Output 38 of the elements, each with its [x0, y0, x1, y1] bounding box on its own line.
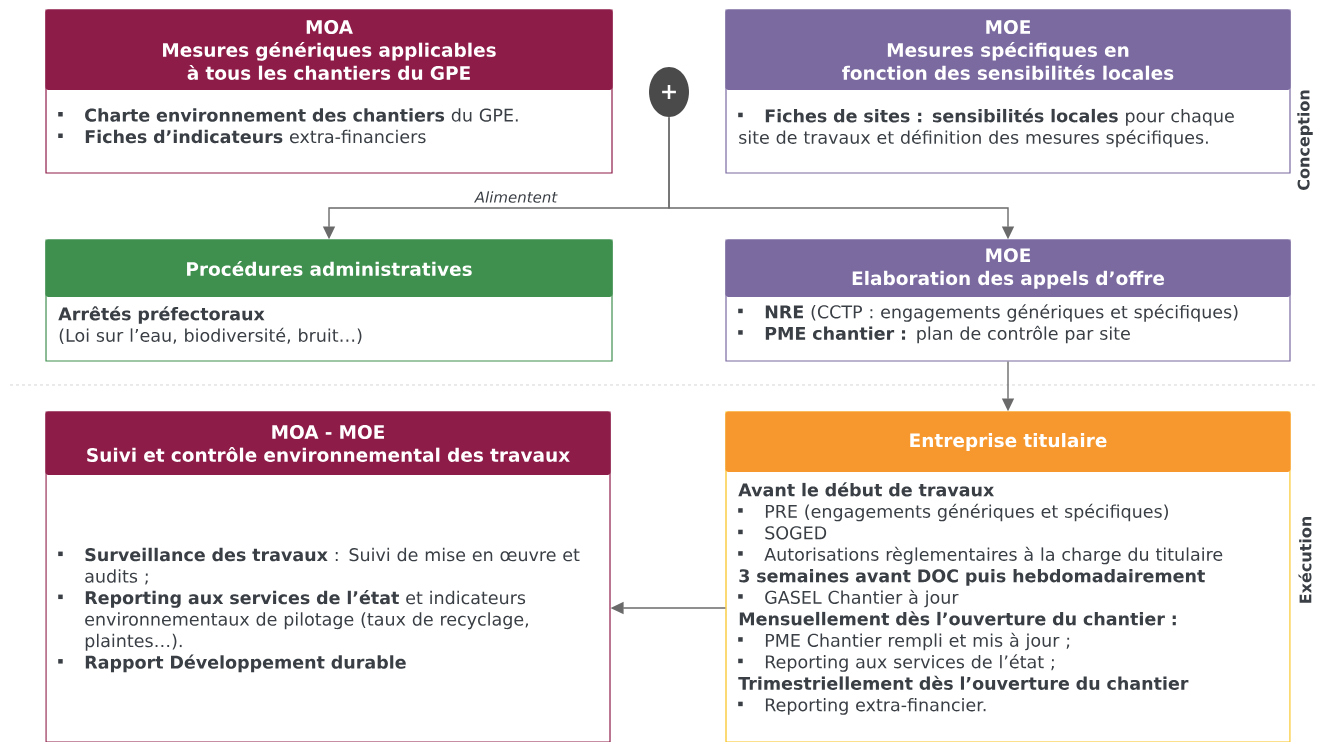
- card: [45, 9, 613, 174]
- section-heading: Avant le début de travaux: [738, 482, 994, 497]
- list-item: GASEL Chantier à jour: [738, 589, 959, 608]
- section-heading: Mensuellement dès l’ouverture du chantier :: [739, 611, 1176, 626]
- card-subtitle: Suivi et contrôle environnemental des travaux: [87, 446, 570, 462]
- list-item: Reporting extra-financier.: [738, 697, 986, 715]
- card: [725, 9, 1291, 174]
- card-title: MOA - MOE: [272, 425, 384, 439]
- list-item: Reporting aux services de l’état et indicateurs environnementaux de pilotage (taux de recyclage, plaintes…).: [58, 590, 528, 651]
- card-subtitle: Mesures spécifiques en fonction des sensibilités locales: [842, 41, 1174, 80]
- card-subtitle: Mesures génériques applicables à tous les chantiers du GPE: [163, 41, 496, 80]
- list-item: PME Chantier rempli et mis à jour ;: [738, 632, 1070, 651]
- list-item: SOGED: [738, 526, 827, 540]
- list-item: Charte environnement des chantiers du GPE.: [58, 108, 518, 122]
- list-item: PRE (engagements génériques et spécifiques): [738, 503, 1168, 522]
- body-text: (Loi sur l’eau, biodiversité, bruit…): [59, 327, 362, 344]
- list-item: Fiches de sites : sensibilités locales pour chaque site de travaux et définition des mesures spécifiques.: [738, 108, 1234, 148]
- card-title: Procédures administratives: [187, 260, 472, 277]
- card-title: Entreprise titulaire: [910, 433, 1107, 451]
- list-item: Fiches d’indicateurs extra-financiers: [58, 129, 426, 144]
- list-item: Autorisations règlementaires à la charge du titulaire: [738, 546, 1223, 565]
- card-title: MOE: [986, 248, 1031, 263]
- list-item: PME chantier : plan de contrôle par site: [738, 325, 1130, 344]
- card: [45, 239, 613, 362]
- list-item: Reporting aux services de l’état ;: [738, 654, 1054, 672]
- card-title: MOE: [986, 20, 1031, 34]
- list-item: Surveillance des travaux : Suivi de mise en œuvre et audits ;: [58, 547, 580, 585]
- list-item: Rapport Développement durable: [58, 654, 406, 673]
- section-heading: 3 semaines avant DOC puis hebdomadairement: [739, 568, 1205, 586]
- card-subtitle: Elaboration des appels d’offre: [852, 270, 1165, 289]
- section-heading: Arrêtés préfectoraux: [58, 306, 265, 324]
- card: [725, 411, 1291, 742]
- card-title: MOA: [306, 20, 353, 34]
- edge-label: Alimentent: [474, 191, 558, 203]
- section-heading: Trimestriellement dès l’ouverture du chantier: [738, 675, 1189, 690]
- card: [45, 411, 611, 742]
- card: [725, 239, 1291, 362]
- list-item: NRE (CCTP : engagements génériques et spécifiques): [738, 304, 1238, 322]
